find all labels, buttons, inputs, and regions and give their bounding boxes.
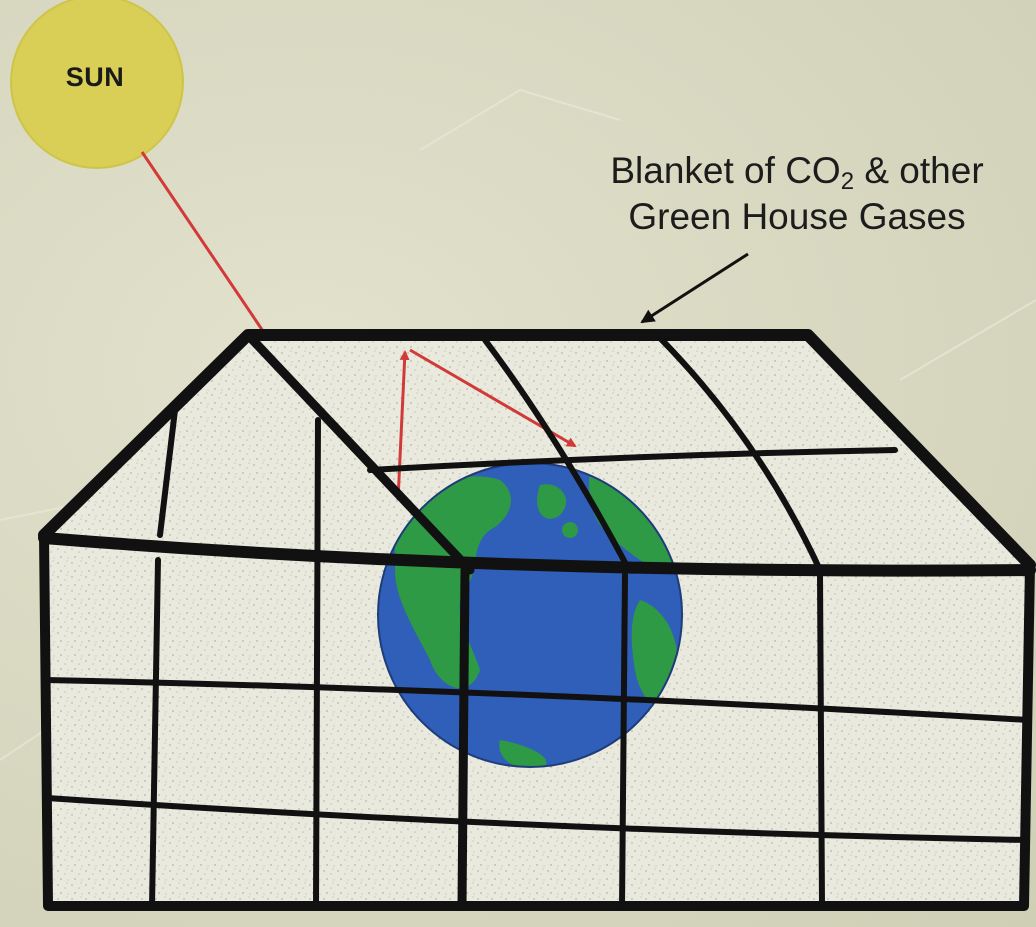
sun-icon bbox=[10, 0, 184, 169]
blanket-pointer-arrow bbox=[640, 252, 749, 324]
caption-co2-subscript: 2 bbox=[840, 168, 855, 195]
blanket-caption-line1: Blanket of CO2 & other bbox=[560, 148, 1034, 194]
blanket-caption: Blanket of CO2 & other Green House Gases bbox=[560, 148, 1034, 240]
caption-co2-suffix: & other bbox=[854, 150, 984, 191]
blanket-caption-line2: Green House Gases bbox=[628, 196, 966, 237]
greenhouse-icon bbox=[38, 329, 1036, 911]
earth-icon bbox=[377, 462, 683, 768]
sun-label: SUN bbox=[65, 62, 125, 92]
caption-co2-prefix: Blanket of CO bbox=[610, 150, 841, 191]
